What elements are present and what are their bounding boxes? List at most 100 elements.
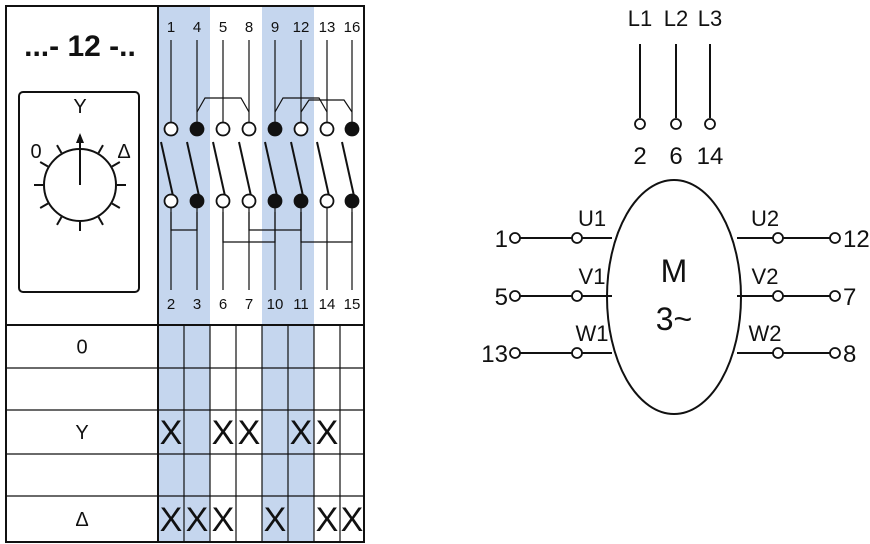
dial-pointer-arrow-icon xyxy=(76,133,84,143)
right-terminal xyxy=(829,347,841,359)
dial-plate xyxy=(18,91,140,293)
switching-table xyxy=(6,325,364,542)
right-terminal-number: 7 xyxy=(843,284,856,311)
bottom-terminal-label: 10 xyxy=(267,296,284,313)
contact-terminal xyxy=(215,121,231,137)
contact-closed-mark: X xyxy=(290,414,313,452)
panel-frame xyxy=(5,5,365,543)
top-terminal-label: 1 xyxy=(167,19,175,36)
contact-terminal xyxy=(267,193,283,209)
contact-terminal xyxy=(189,121,205,137)
bottom-terminal-label: 3 xyxy=(193,296,201,313)
bottom-terminal-label: 2 xyxy=(167,296,175,313)
winding-label: U1 xyxy=(578,206,606,231)
right-terminal-number: 8 xyxy=(843,341,856,368)
dial-tick xyxy=(56,216,63,226)
contact-blade xyxy=(238,141,252,197)
dial-tick xyxy=(39,202,49,209)
supply-terminal xyxy=(670,118,682,130)
contact-closed-mark: X xyxy=(160,414,183,452)
contact-terminal xyxy=(293,193,309,209)
top-terminal-label: 16 xyxy=(344,19,361,36)
contact-closed-mark: X xyxy=(316,501,339,539)
supply-line-label: L1 xyxy=(628,6,652,31)
top-terminal-label: 9 xyxy=(271,19,279,36)
dial-tick xyxy=(97,144,104,154)
supply-terminal xyxy=(634,118,646,130)
dial-tick xyxy=(111,202,121,209)
contact-terminal xyxy=(163,193,179,209)
dial-tick xyxy=(39,161,49,168)
winding-label: W1 xyxy=(576,321,609,346)
switch-type-label: ...- 12 -.. xyxy=(24,30,136,63)
top-terminal-label: 4 xyxy=(193,19,201,36)
contact-closed-mark: X xyxy=(212,501,235,539)
left-terminal xyxy=(509,347,521,359)
winding-label: U2 xyxy=(751,206,779,231)
switching-table-row-labels: 0YΔ xyxy=(75,337,88,532)
supply-terminal-number: 2 xyxy=(633,143,646,170)
winding-label: V2 xyxy=(752,264,779,289)
contact-closed-mark: X xyxy=(186,501,209,539)
bottom-terminal-label: 7 xyxy=(245,296,253,313)
contact-closed-mark: X xyxy=(341,501,364,539)
contact-blade xyxy=(264,141,278,197)
contact-closed-mark: X xyxy=(238,414,261,452)
contact-schematic xyxy=(160,40,360,290)
contact-terminal xyxy=(163,121,179,137)
right-terminal xyxy=(829,290,841,302)
contact-terminal xyxy=(344,193,360,209)
contact-terminal xyxy=(319,193,335,209)
left-terminal-number: 1 xyxy=(495,226,508,253)
top-terminal-label: 5 xyxy=(219,19,227,36)
supply-terminal xyxy=(704,118,716,130)
supply-line-label: L3 xyxy=(698,6,722,31)
contact-blade xyxy=(341,141,355,197)
left-terminal-number: 13 xyxy=(481,341,508,368)
contact-closed-mark: X xyxy=(264,501,287,539)
contact-terminal xyxy=(267,121,283,137)
winding-terminal xyxy=(571,290,583,302)
right-terminal-number: 12 xyxy=(843,226,870,253)
rotary-dial: 0 Y Δ xyxy=(18,91,140,293)
contact-terminal xyxy=(189,193,205,209)
contact-blade xyxy=(212,141,226,197)
lower-bridge xyxy=(170,212,198,231)
dial-position-y: Y xyxy=(73,96,86,118)
left-terminal-number: 5 xyxy=(495,284,508,311)
contact-blade xyxy=(186,141,200,197)
contact-terminal xyxy=(241,121,257,137)
upper-bridge xyxy=(300,99,353,113)
contact-closed-mark: X xyxy=(212,414,235,452)
right-terminal xyxy=(829,232,841,244)
motor-phases: 3~ xyxy=(656,301,692,337)
winding-label: W2 xyxy=(749,321,782,346)
bottom-terminal-label: 11 xyxy=(293,296,309,313)
motor-letter: M xyxy=(661,253,688,289)
bottom-terminal-label: 15 xyxy=(344,296,361,313)
lower-bridge xyxy=(300,212,353,243)
table-row-label: 0 xyxy=(76,337,87,359)
left-terminal xyxy=(509,232,521,244)
top-terminal-label: 13 xyxy=(319,19,336,36)
table-row-label: Y xyxy=(75,422,88,444)
supply-line-label: L2 xyxy=(664,6,688,31)
winding-terminal xyxy=(571,232,583,244)
supply-terminal-number: 6 xyxy=(669,143,682,170)
dial-tick xyxy=(97,216,104,226)
winding-terminal xyxy=(571,347,583,359)
bottom-terminal-label: 14 xyxy=(319,296,336,313)
contact-blade xyxy=(160,141,174,197)
contact-terminal xyxy=(241,193,257,209)
contact-terminal xyxy=(344,121,360,137)
contact-blade xyxy=(316,141,330,197)
dial-tick xyxy=(111,161,121,168)
winding-terminal xyxy=(772,290,784,302)
contact-terminal xyxy=(319,121,335,137)
